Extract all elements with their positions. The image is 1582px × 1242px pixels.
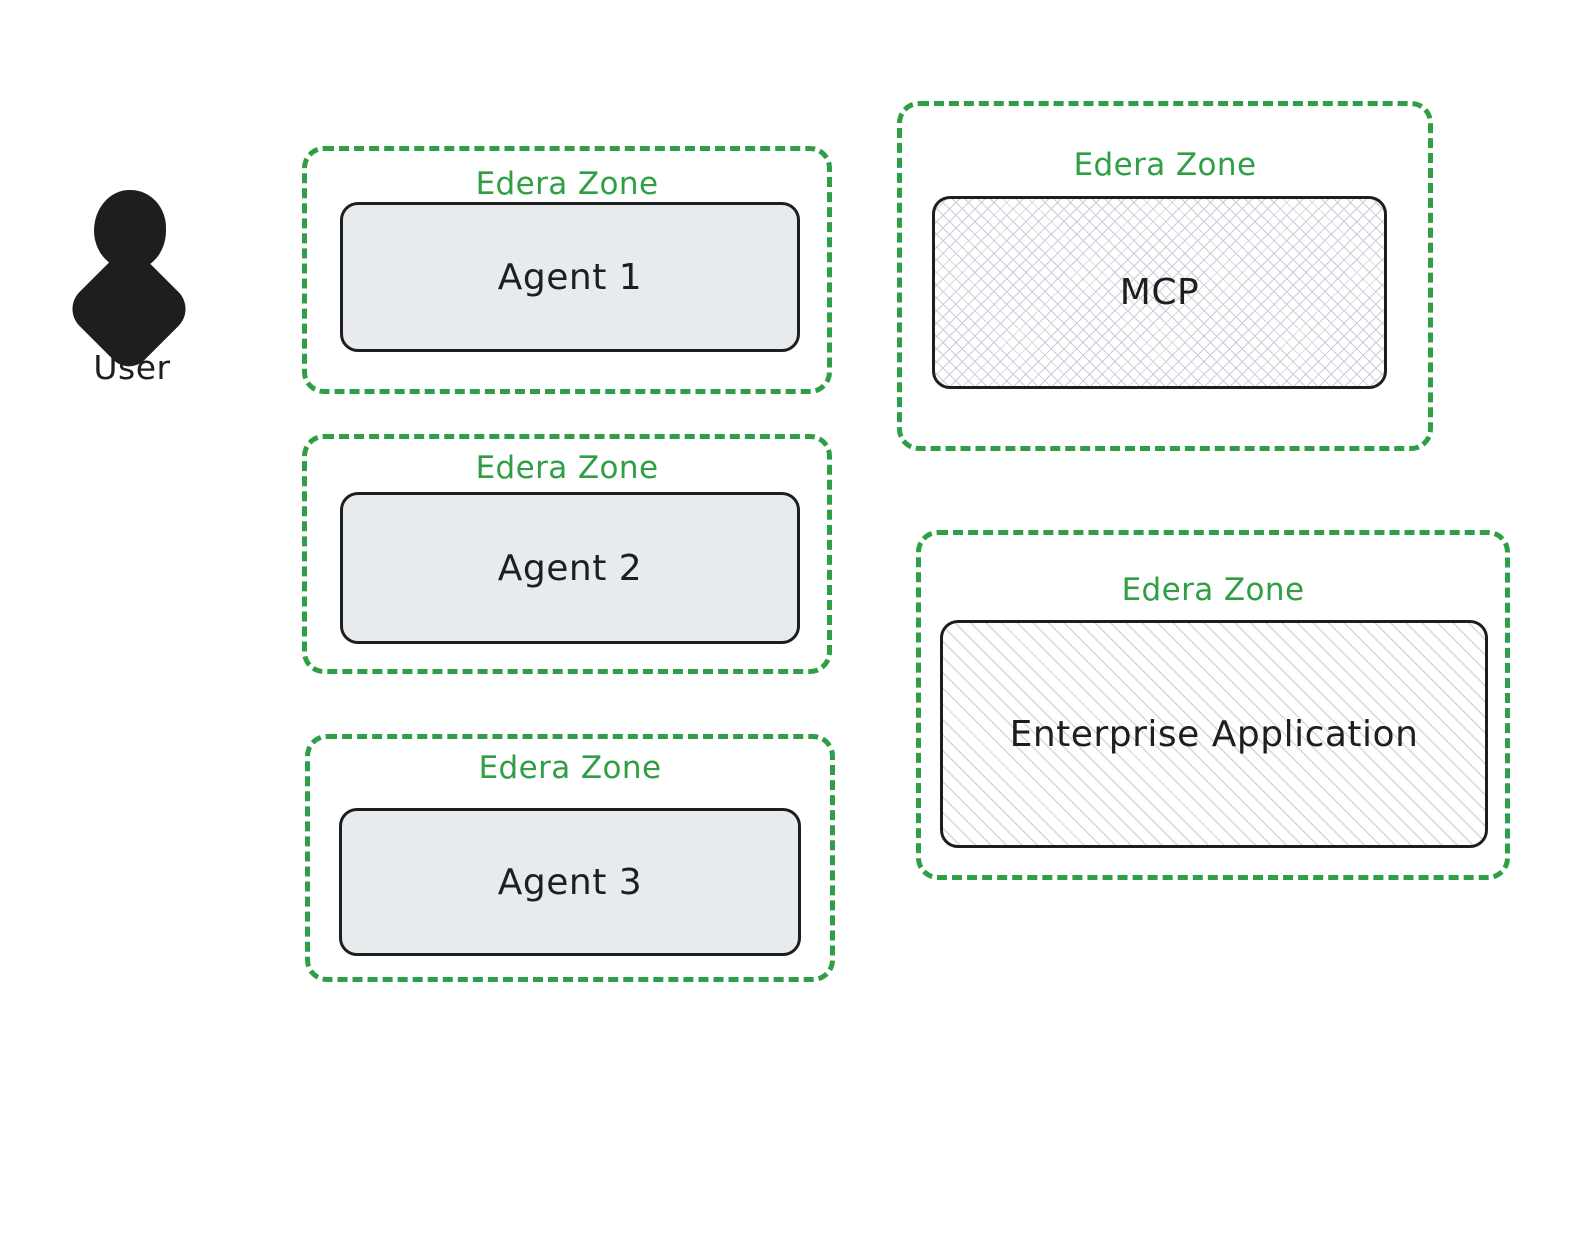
node-agent-1[interactable]: Agent 1 xyxy=(340,202,800,352)
node-agent-1-label: Agent 1 xyxy=(497,256,643,298)
user-actor[interactable]: User xyxy=(62,180,252,400)
zone-agent-3-label: Edera Zone xyxy=(478,750,662,786)
node-agent-2[interactable]: Agent 2 xyxy=(340,492,800,644)
zone-agent-2-label: Edera Zone xyxy=(475,450,659,486)
node-agent-3-label: Agent 3 xyxy=(497,861,643,903)
zone-enterprise-application-label: Edera Zone xyxy=(1121,572,1305,608)
zone-mcp[interactable]: Edera Zone MCP xyxy=(897,101,1433,451)
node-mcp[interactable]: MCP xyxy=(932,196,1387,389)
zone-agent-3[interactable]: Edera Zone Agent 3 xyxy=(305,734,835,982)
zone-agent-1-label: Edera Zone xyxy=(475,166,659,202)
node-mcp-label: MCP xyxy=(1119,272,1200,313)
zone-mcp-label: Edera Zone xyxy=(1073,147,1257,183)
zone-agent-2[interactable]: Edera Zone Agent 2 xyxy=(302,434,832,674)
node-enterprise-application-label: Enterprise Application xyxy=(1009,713,1419,755)
node-enterprise-application[interactable]: Enterprise Application xyxy=(940,620,1488,848)
user-actor-label: User xyxy=(93,348,171,387)
node-agent-3[interactable]: Agent 3 xyxy=(339,808,801,956)
zone-agent-1[interactable]: Edera Zone Agent 1 xyxy=(302,146,832,394)
zone-enterprise-application[interactable]: Edera Zone Enterprise Application xyxy=(916,530,1510,880)
node-agent-2-label: Agent 2 xyxy=(497,547,643,589)
